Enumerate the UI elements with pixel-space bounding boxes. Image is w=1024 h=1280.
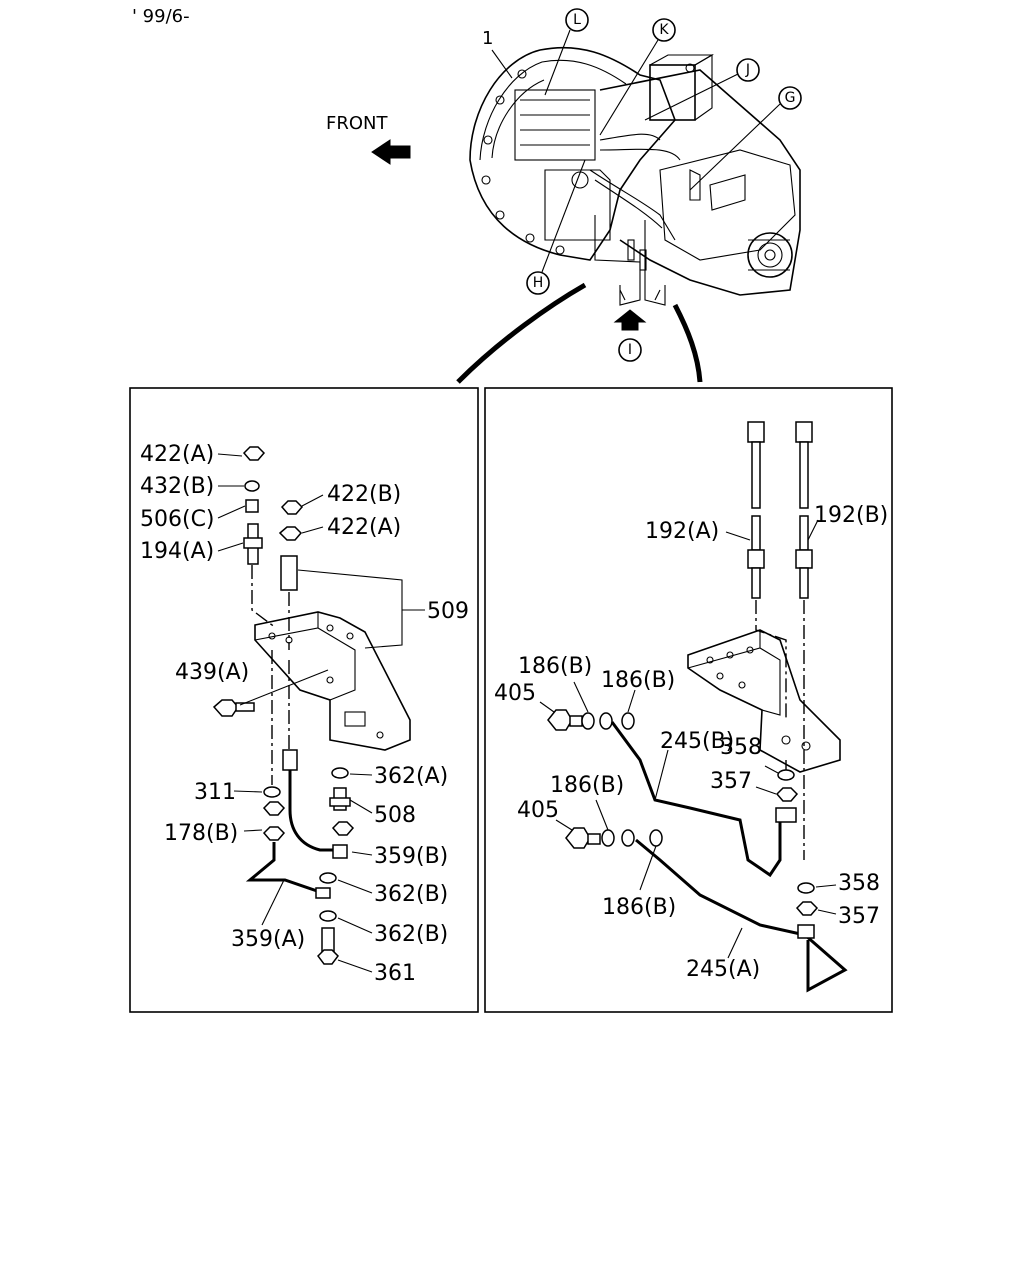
- label-359b: 359(B): [374, 844, 448, 869]
- view-marker-k: K: [599, 18, 676, 136]
- view-i-arrow-icon: [613, 309, 647, 331]
- bell-housing: [469, 46, 676, 261]
- front-arrow-icon: [371, 139, 411, 165]
- left-detail-panel: [129, 387, 479, 1013]
- label-357-1: 357: [710, 769, 752, 794]
- label-311: 311: [194, 780, 236, 805]
- label-432b: 432(B): [140, 474, 214, 499]
- left-panel-labels: 422(A) 432(B) 506(C) 194(A) 422(B) 422(A…: [140, 442, 469, 986]
- label-192b: 192(B): [814, 503, 888, 528]
- front-label: FRONT: [326, 113, 388, 134]
- label-362b-2: 362(B): [374, 922, 448, 947]
- view-marker-l: L: [544, 8, 589, 96]
- label-508: 508: [374, 803, 416, 828]
- label-186b-2: 186(B): [601, 668, 675, 693]
- part-1-label: 1: [482, 28, 493, 49]
- label-422a-top: 422(A): [140, 442, 214, 467]
- date-code: ' 99/6-: [132, 6, 190, 27]
- left-panel-parts: [212, 446, 425, 973]
- label-178b: 178(B): [164, 821, 238, 846]
- label-361: 361: [374, 961, 416, 986]
- view-marker-j: J: [644, 58, 760, 121]
- svg-text:H: H: [533, 275, 544, 291]
- svg-text:L: L: [573, 12, 581, 28]
- right-panel-parts: [539, 421, 848, 993]
- label-509: 509: [427, 599, 469, 624]
- label-405-2: 405: [517, 798, 559, 823]
- svg-text:I: I: [628, 342, 632, 358]
- label-422b: 422(B): [327, 482, 401, 507]
- transmission-overview: FRONT 1: [326, 8, 802, 384]
- label-357-2: 357: [838, 904, 880, 929]
- label-439a: 439(A): [175, 660, 249, 685]
- label-405-1: 405: [494, 681, 536, 706]
- right-detail-panel: [484, 387, 893, 1013]
- label-362b-1: 362(B): [374, 882, 448, 907]
- label-194a: 194(A): [140, 539, 214, 564]
- label-358-2: 358: [838, 871, 880, 896]
- svg-text:K: K: [659, 22, 669, 38]
- svg-text:J: J: [745, 62, 750, 78]
- view-marker-i: I: [613, 309, 647, 362]
- label-362a: 362(A): [374, 764, 448, 789]
- label-186b-1: 186(B): [518, 654, 592, 679]
- label-422a-mid: 422(A): [327, 515, 401, 540]
- label-506c: 506(C): [140, 507, 215, 532]
- label-192a: 192(A): [645, 519, 719, 544]
- label-186b-3: 186(B): [550, 773, 624, 798]
- label-359a: 359(A): [231, 927, 305, 952]
- label-245b: 245(B): [660, 729, 734, 754]
- right-panel-labels: 192(A) 192(B) 186(B) 405 186(B) 245(B) 3…: [494, 503, 888, 982]
- view-marker-h: H: [526, 159, 586, 295]
- label-245a: 245(A): [686, 957, 760, 982]
- svg-text:G: G: [785, 90, 796, 106]
- view-marker-g: G: [689, 86, 802, 191]
- label-358-1: 358: [720, 735, 762, 760]
- label-186b-4: 186(B): [602, 895, 676, 920]
- transmission-case: [544, 54, 801, 296]
